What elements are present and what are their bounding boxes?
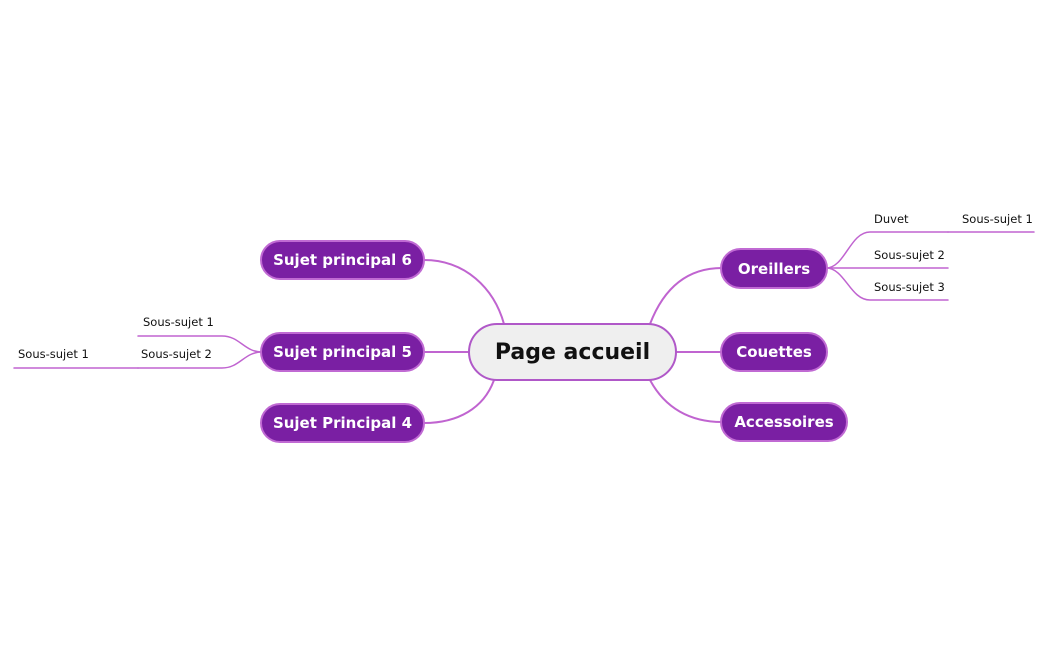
subtopic-oreillers-2[interactable]: Sous-sujet 2 (874, 248, 945, 262)
subtopic-label: Sous-sujet 2 (141, 347, 212, 361)
main-topic-couettes[interactable]: Couettes (720, 332, 828, 372)
connector-central-oreillers (649, 267, 723, 325)
main-topic-label: Sujet Principal 4 (272, 414, 413, 432)
connector-topic5-sous-sujet-2 (137, 351, 263, 369)
connector-central-topic4 (423, 379, 495, 424)
subtopic-topic5-2-child[interactable]: Sous-sujet 1 (18, 347, 89, 361)
main-topic-label: Accessoires (734, 413, 834, 431)
subtopic-label: Duvet (874, 212, 909, 226)
connector-central-accessoires (649, 379, 723, 423)
main-topic-label: Sujet principal 5 (273, 343, 412, 361)
connector-central-topic6 (423, 259, 505, 325)
main-topic-oreillers[interactable]: Oreillers (720, 248, 828, 289)
main-topic-label: Sujet principal 6 (273, 251, 412, 269)
subtopic-label: Sous-sujet 3 (874, 280, 945, 294)
main-topic-sujet-principal-6[interactable]: Sujet principal 6 (260, 240, 425, 280)
connector-topic5-sous-sujet-1 (137, 335, 263, 353)
subtopic-duvet-child[interactable]: Sous-sujet 1 (962, 212, 1033, 226)
subtopic-duvet[interactable]: Duvet (874, 212, 909, 226)
subtopic-label: Sous-sujet 1 (143, 315, 214, 329)
connector-oreillers-duvet (825, 231, 949, 269)
main-topic-label: Couettes (736, 343, 812, 361)
subtopic-oreillers-3[interactable]: Sous-sujet 3 (874, 280, 945, 294)
central-topic-label: Page accueil (494, 339, 651, 365)
subtopic-label: Sous-sujet 2 (874, 248, 945, 262)
main-topic-sujet-principal-5[interactable]: Sujet principal 5 (260, 332, 425, 372)
subtopic-topic5-1[interactable]: Sous-sujet 1 (143, 315, 214, 329)
subtopic-topic5-2[interactable]: Sous-sujet 2 (141, 347, 212, 361)
main-topic-label: Oreillers (737, 259, 811, 278)
subtopic-label: Sous-sujet 1 (18, 347, 89, 361)
main-topic-sujet-principal-4[interactable]: Sujet Principal 4 (260, 403, 425, 443)
main-topic-accessoires[interactable]: Accessoires (720, 402, 848, 442)
central-topic[interactable]: Page accueil (468, 323, 677, 381)
connector-oreillers-sous-sujet-3 (825, 267, 949, 301)
subtopic-label: Sous-sujet 1 (962, 212, 1033, 226)
